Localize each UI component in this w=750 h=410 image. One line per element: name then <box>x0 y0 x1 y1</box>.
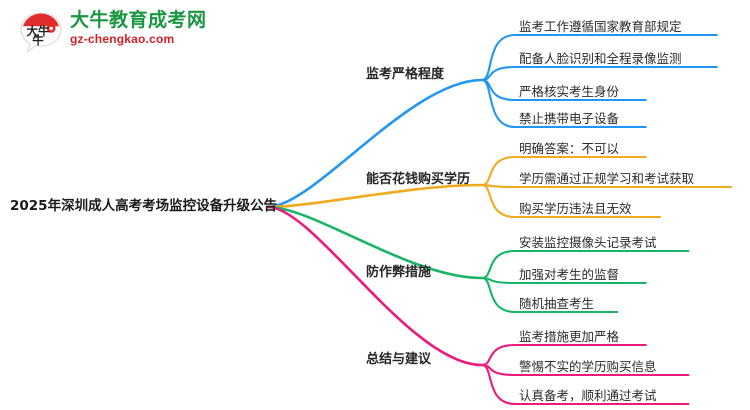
leaf-node-label[interactable]: 配备人脸识别和全程录像监测 <box>519 51 682 66</box>
branch-node-label[interactable]: 防作弊措施 <box>366 265 432 280</box>
branch-connector <box>266 205 484 280</box>
branch-node-label[interactable]: 能否花钱购买学历 <box>366 172 471 187</box>
leaf-connector <box>480 78 517 129</box>
root-node-label[interactable]: 2025年深圳成人高考考场监控设备升级公告 <box>10 198 278 214</box>
brand-name-cn: 大牛教育成考网 <box>70 9 207 31</box>
leaf-node-label[interactable]: 随机抽查考生 <box>519 296 595 311</box>
leaf-connector <box>480 276 517 314</box>
leaf-connector <box>480 343 517 367</box>
leaf-connector <box>480 183 517 219</box>
leaf-connector <box>480 363 517 406</box>
leaf-connector <box>480 155 517 187</box>
leaf-node-label[interactable]: 监考工作遵循国家教育部规定 <box>519 19 682 34</box>
logo-mark-text: 大牛 <box>27 24 50 38</box>
branch-connector <box>266 183 484 209</box>
leaf-node-label[interactable]: 购买学历违法且无效 <box>519 201 632 216</box>
leaf-node-label[interactable]: 严格核实考生身份 <box>519 84 620 99</box>
leaf-node-label[interactable]: 禁止携带电子设备 <box>519 111 620 126</box>
leaf-node-label[interactable]: 认真备考，顺利通过考试 <box>519 388 657 403</box>
branch-connector <box>266 205 484 367</box>
leaf-node-label[interactable]: 监考措施更加严格 <box>519 329 620 344</box>
site-logo: 大牛 牛 大牛教育成考网 gz-chengkao.com <box>18 8 248 56</box>
branch-node-label[interactable]: 监考严格程度 <box>366 67 445 82</box>
logo-wordmark: 大牛教育成考网 gz-chengkao.com <box>70 9 250 47</box>
svg-text:牛: 牛 <box>32 33 44 47</box>
leaf-node-label[interactable]: 学历需通过正规学习和考试获取 <box>519 171 695 186</box>
leaf-connector <box>480 249 517 280</box>
leaf-node-label[interactable]: 警惕不实的学历购买信息 <box>519 359 657 374</box>
daniu-logo-icon: 大牛 牛 <box>20 12 62 53</box>
leaf-node-label[interactable]: 明确答案：不可以 <box>519 141 620 156</box>
leaf-node-label[interactable]: 安装监控摄像头记录考试 <box>519 235 657 250</box>
leaf-connector <box>480 33 517 82</box>
branch-node-label[interactable]: 总结与建议 <box>366 352 432 367</box>
brand-domain: gz-chengkao.com <box>70 32 175 46</box>
branch-connector <box>266 78 484 209</box>
leaf-node-label[interactable]: 加强对考生的监督 <box>519 267 620 282</box>
